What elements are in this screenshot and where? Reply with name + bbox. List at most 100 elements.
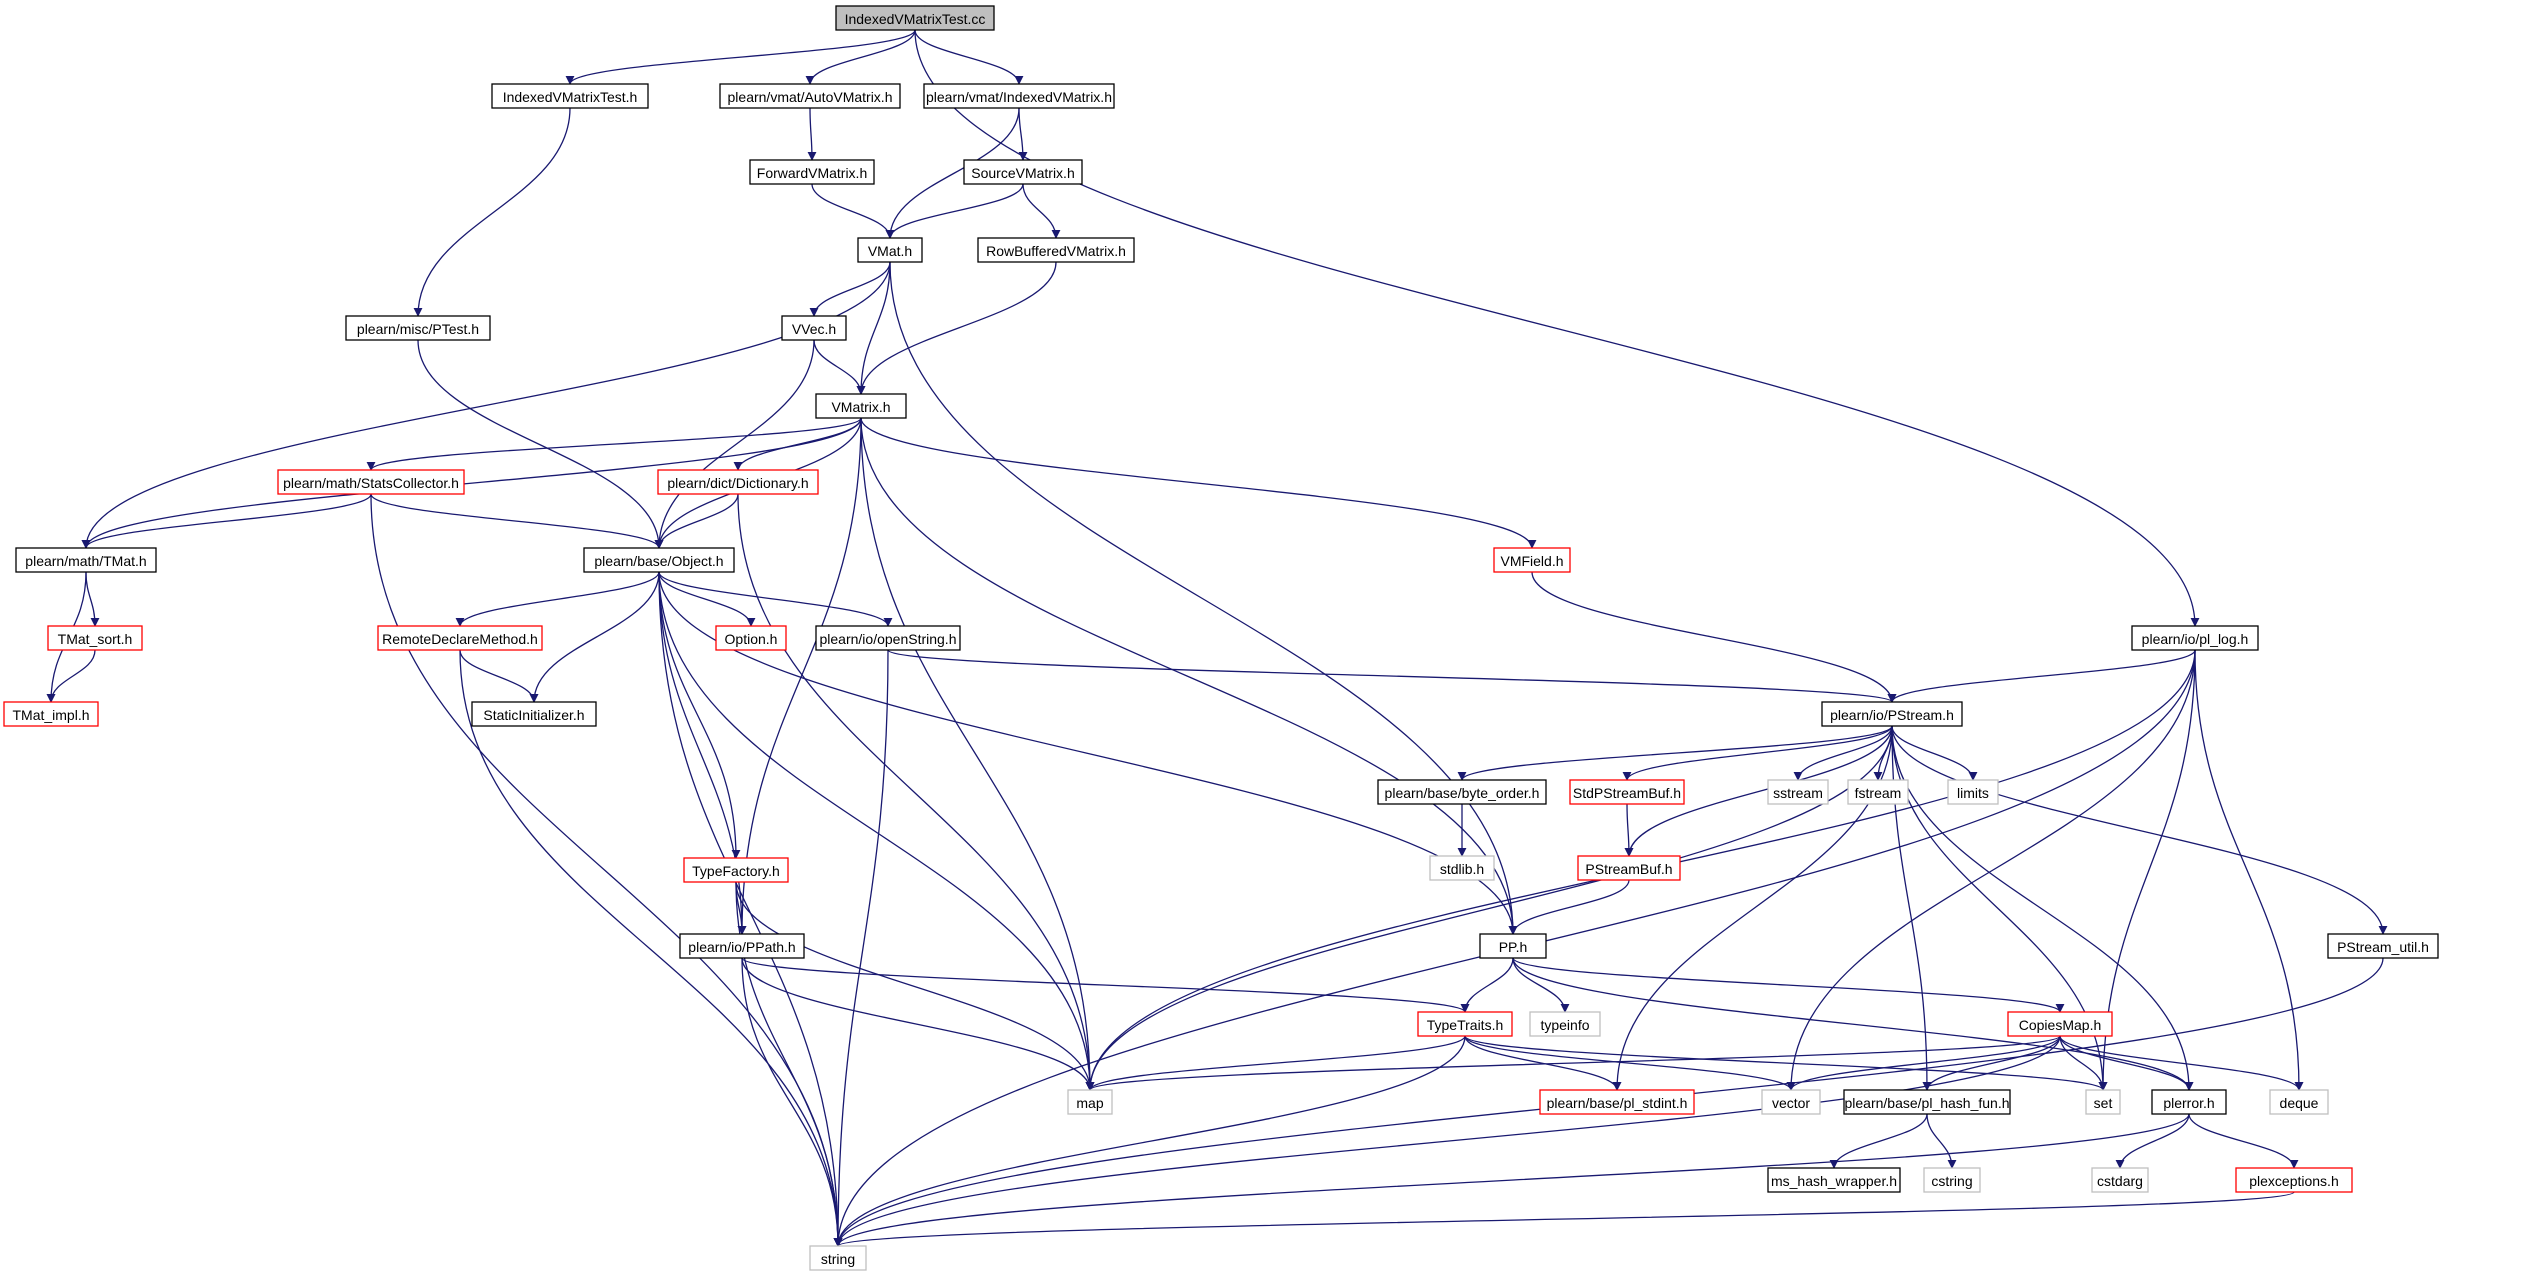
- node-set[interactable]: set: [2085, 1089, 2121, 1115]
- node-box: [345, 315, 491, 341]
- edge-typetraits-to-vector: [1464, 1035, 1796, 1091]
- edge-vmat-to-pp: [889, 261, 1518, 935]
- node-box: [1947, 779, 1999, 805]
- edge-vmatrix-to-vmfield: [860, 417, 1537, 549]
- node-dict[interactable]: plearn/dict/Dictionary.h: [657, 469, 819, 495]
- node-label: plearn/misc/PTest.h: [357, 321, 479, 337]
- node-box: [923, 83, 1115, 109]
- edge-pstream-to-byteorder: [1457, 725, 1893, 781]
- node-box: [1923, 1167, 1981, 1193]
- node-map[interactable]: map: [1067, 1089, 1113, 1115]
- node-limits[interactable]: limits: [1947, 779, 1999, 805]
- node-indexedvm[interactable]: plearn/vmat/IndexedVMatrix.h: [923, 83, 1115, 109]
- node-stdlib[interactable]: stdlib.h: [1429, 855, 1495, 881]
- node-deque[interactable]: deque: [2269, 1089, 2329, 1115]
- edge-openstr-to-string: [833, 649, 889, 1247]
- node-hashfun[interactable]: plearn/base/pl_hash_fun.h: [1843, 1089, 2011, 1115]
- edge-pstream-to-sstream: [1793, 725, 1893, 781]
- node-label: VVec.h: [792, 321, 836, 337]
- edge-hashfun-to-mshash: [1829, 1113, 1928, 1169]
- node-cstdarg[interactable]: cstdarg: [2091, 1167, 2149, 1193]
- node-ptest[interactable]: plearn/misc/PTest.h: [345, 315, 491, 341]
- node-box: [1539, 1089, 1695, 1115]
- node-label: vector: [1772, 1095, 1810, 1111]
- edge-copiesmap-to-map: [1085, 1035, 2061, 1091]
- node-mshash[interactable]: ms_hash_wrapper.h: [1767, 1167, 1901, 1193]
- node-label: PP.h: [1499, 939, 1528, 955]
- edge-pp-to-plerror: [1512, 957, 2194, 1091]
- node-pp[interactable]: PP.h: [1479, 933, 1547, 959]
- node-plexc[interactable]: plexceptions.h: [2235, 1167, 2353, 1193]
- edge-pstream-to-pstreamutil: [1891, 725, 2388, 935]
- edge-vvec-to-vmatrix: [813, 339, 866, 395]
- node-psb[interactable]: PStreamBuf.h: [1577, 855, 1681, 881]
- node-pstreamutil[interactable]: PStream_util.h: [2327, 933, 2439, 959]
- node-autovm[interactable]: plearn/vmat/AutoVMatrix.h: [719, 83, 901, 109]
- node-typefactory[interactable]: TypeFactory.h: [683, 857, 789, 883]
- node-box: [1429, 855, 1495, 881]
- edge-tmatsort-to-tmatimpl: [46, 649, 96, 703]
- node-sstream[interactable]: sstream: [1767, 779, 1829, 805]
- node-cstring[interactable]: cstring: [1923, 1167, 1981, 1193]
- edge-vmatrix-to-map: [860, 417, 1095, 1091]
- node-box: [1529, 1011, 1601, 1037]
- edge-plexc-to-string: [833, 1191, 2295, 1247]
- node-stdint[interactable]: plearn/base/pl_stdint.h: [1539, 1089, 1695, 1115]
- edge-remote-to-staticinit: [459, 649, 539, 703]
- node-box: [47, 625, 143, 651]
- edge-typetraits-to-stdint: [1464, 1035, 1622, 1091]
- header-nodes: IndexedVMatrixTest.ccIndexedVMatrixTest.…: [3, 5, 2439, 1271]
- node-rowbuf[interactable]: RowBufferedVMatrix.h: [977, 237, 1135, 263]
- node-ppath[interactable]: plearn/io/PPath.h: [679, 933, 805, 959]
- node-fstream[interactable]: fstream: [1847, 779, 1909, 805]
- node-pllog[interactable]: plearn/io/pl_log.h: [2131, 625, 2259, 651]
- edge-sourcevm-to-rowbuf: [1022, 183, 1061, 239]
- node-tmatsort[interactable]: TMat_sort.h: [47, 625, 143, 651]
- node-copiesmap[interactable]: CopiesMap.h: [2007, 1011, 2113, 1037]
- node-string[interactable]: string: [809, 1245, 867, 1271]
- node-box: [1479, 933, 1547, 959]
- node-sourcevm[interactable]: SourceVMatrix.h: [963, 159, 1083, 185]
- node-label: typeinfo: [1540, 1017, 1589, 1033]
- node-vvec[interactable]: VVec.h: [781, 315, 847, 341]
- node-label: SourceVMatrix.h: [971, 165, 1074, 181]
- node-pstream[interactable]: plearn/io/PStream.h: [1821, 701, 1963, 727]
- node-label: Option.h: [725, 631, 778, 647]
- node-byteorder[interactable]: plearn/base/byte_order.h: [1377, 779, 1547, 805]
- node-stats[interactable]: plearn/math/StatsCollector.h: [277, 469, 465, 495]
- node-box: [857, 237, 923, 263]
- node-root[interactable]: IndexedVMatrixTest.cc: [835, 5, 995, 31]
- node-vector[interactable]: vector: [1761, 1089, 1821, 1115]
- edge-stdpsb-to-psb: [1624, 803, 1634, 857]
- edge-root-to-autovm: [805, 29, 916, 85]
- node-remote[interactable]: RemoteDeclareMethod.h: [377, 625, 543, 651]
- node-object[interactable]: plearn/base/Object.h: [583, 547, 735, 573]
- node-label: cstdarg: [2097, 1173, 2143, 1189]
- node-label: stdlib.h: [1440, 861, 1484, 877]
- node-vmatrix[interactable]: VMatrix.h: [815, 393, 907, 419]
- node-label: StdPStreamBuf.h: [1573, 785, 1681, 801]
- edge-root-to-pllog: [914, 29, 2200, 627]
- node-label: plearn/vmat/IndexedVMatrix.h: [926, 89, 1112, 105]
- node-typetraits[interactable]: TypeTraits.h: [1417, 1011, 1513, 1037]
- node-tmatimpl[interactable]: TMat_impl.h: [3, 701, 99, 727]
- node-label: PStreamBuf.h: [1585, 861, 1672, 877]
- node-stdpsb[interactable]: StdPStreamBuf.h: [1569, 779, 1685, 805]
- node-tmat[interactable]: plearn/math/TMat.h: [15, 547, 157, 573]
- edge-ptest-to-object: [417, 339, 664, 549]
- edge-typetraits-to-set: [1464, 1035, 2108, 1091]
- node-forwardvm[interactable]: ForwardVMatrix.h: [749, 159, 875, 185]
- node-staticinit[interactable]: StaticInitializer.h: [471, 701, 597, 727]
- node-box: [471, 701, 597, 727]
- edge-dict-to-map: [737, 493, 1095, 1091]
- node-plerror[interactable]: plerror.h: [2151, 1089, 2227, 1115]
- node-typeinfo[interactable]: typeinfo: [1529, 1011, 1601, 1037]
- node-label: CopiesMap.h: [2019, 1017, 2102, 1033]
- node-ivmt_h[interactable]: IndexedVMatrixTest.h: [491, 83, 649, 109]
- node-vmat[interactable]: VMat.h: [857, 237, 923, 263]
- node-openstr[interactable]: plearn/io/openString.h: [815, 625, 961, 651]
- node-vmfield[interactable]: VMField.h: [1493, 547, 1571, 573]
- node-option[interactable]: Option.h: [715, 625, 787, 651]
- node-box: [977, 237, 1135, 263]
- node-label: ForwardVMatrix.h: [757, 165, 867, 181]
